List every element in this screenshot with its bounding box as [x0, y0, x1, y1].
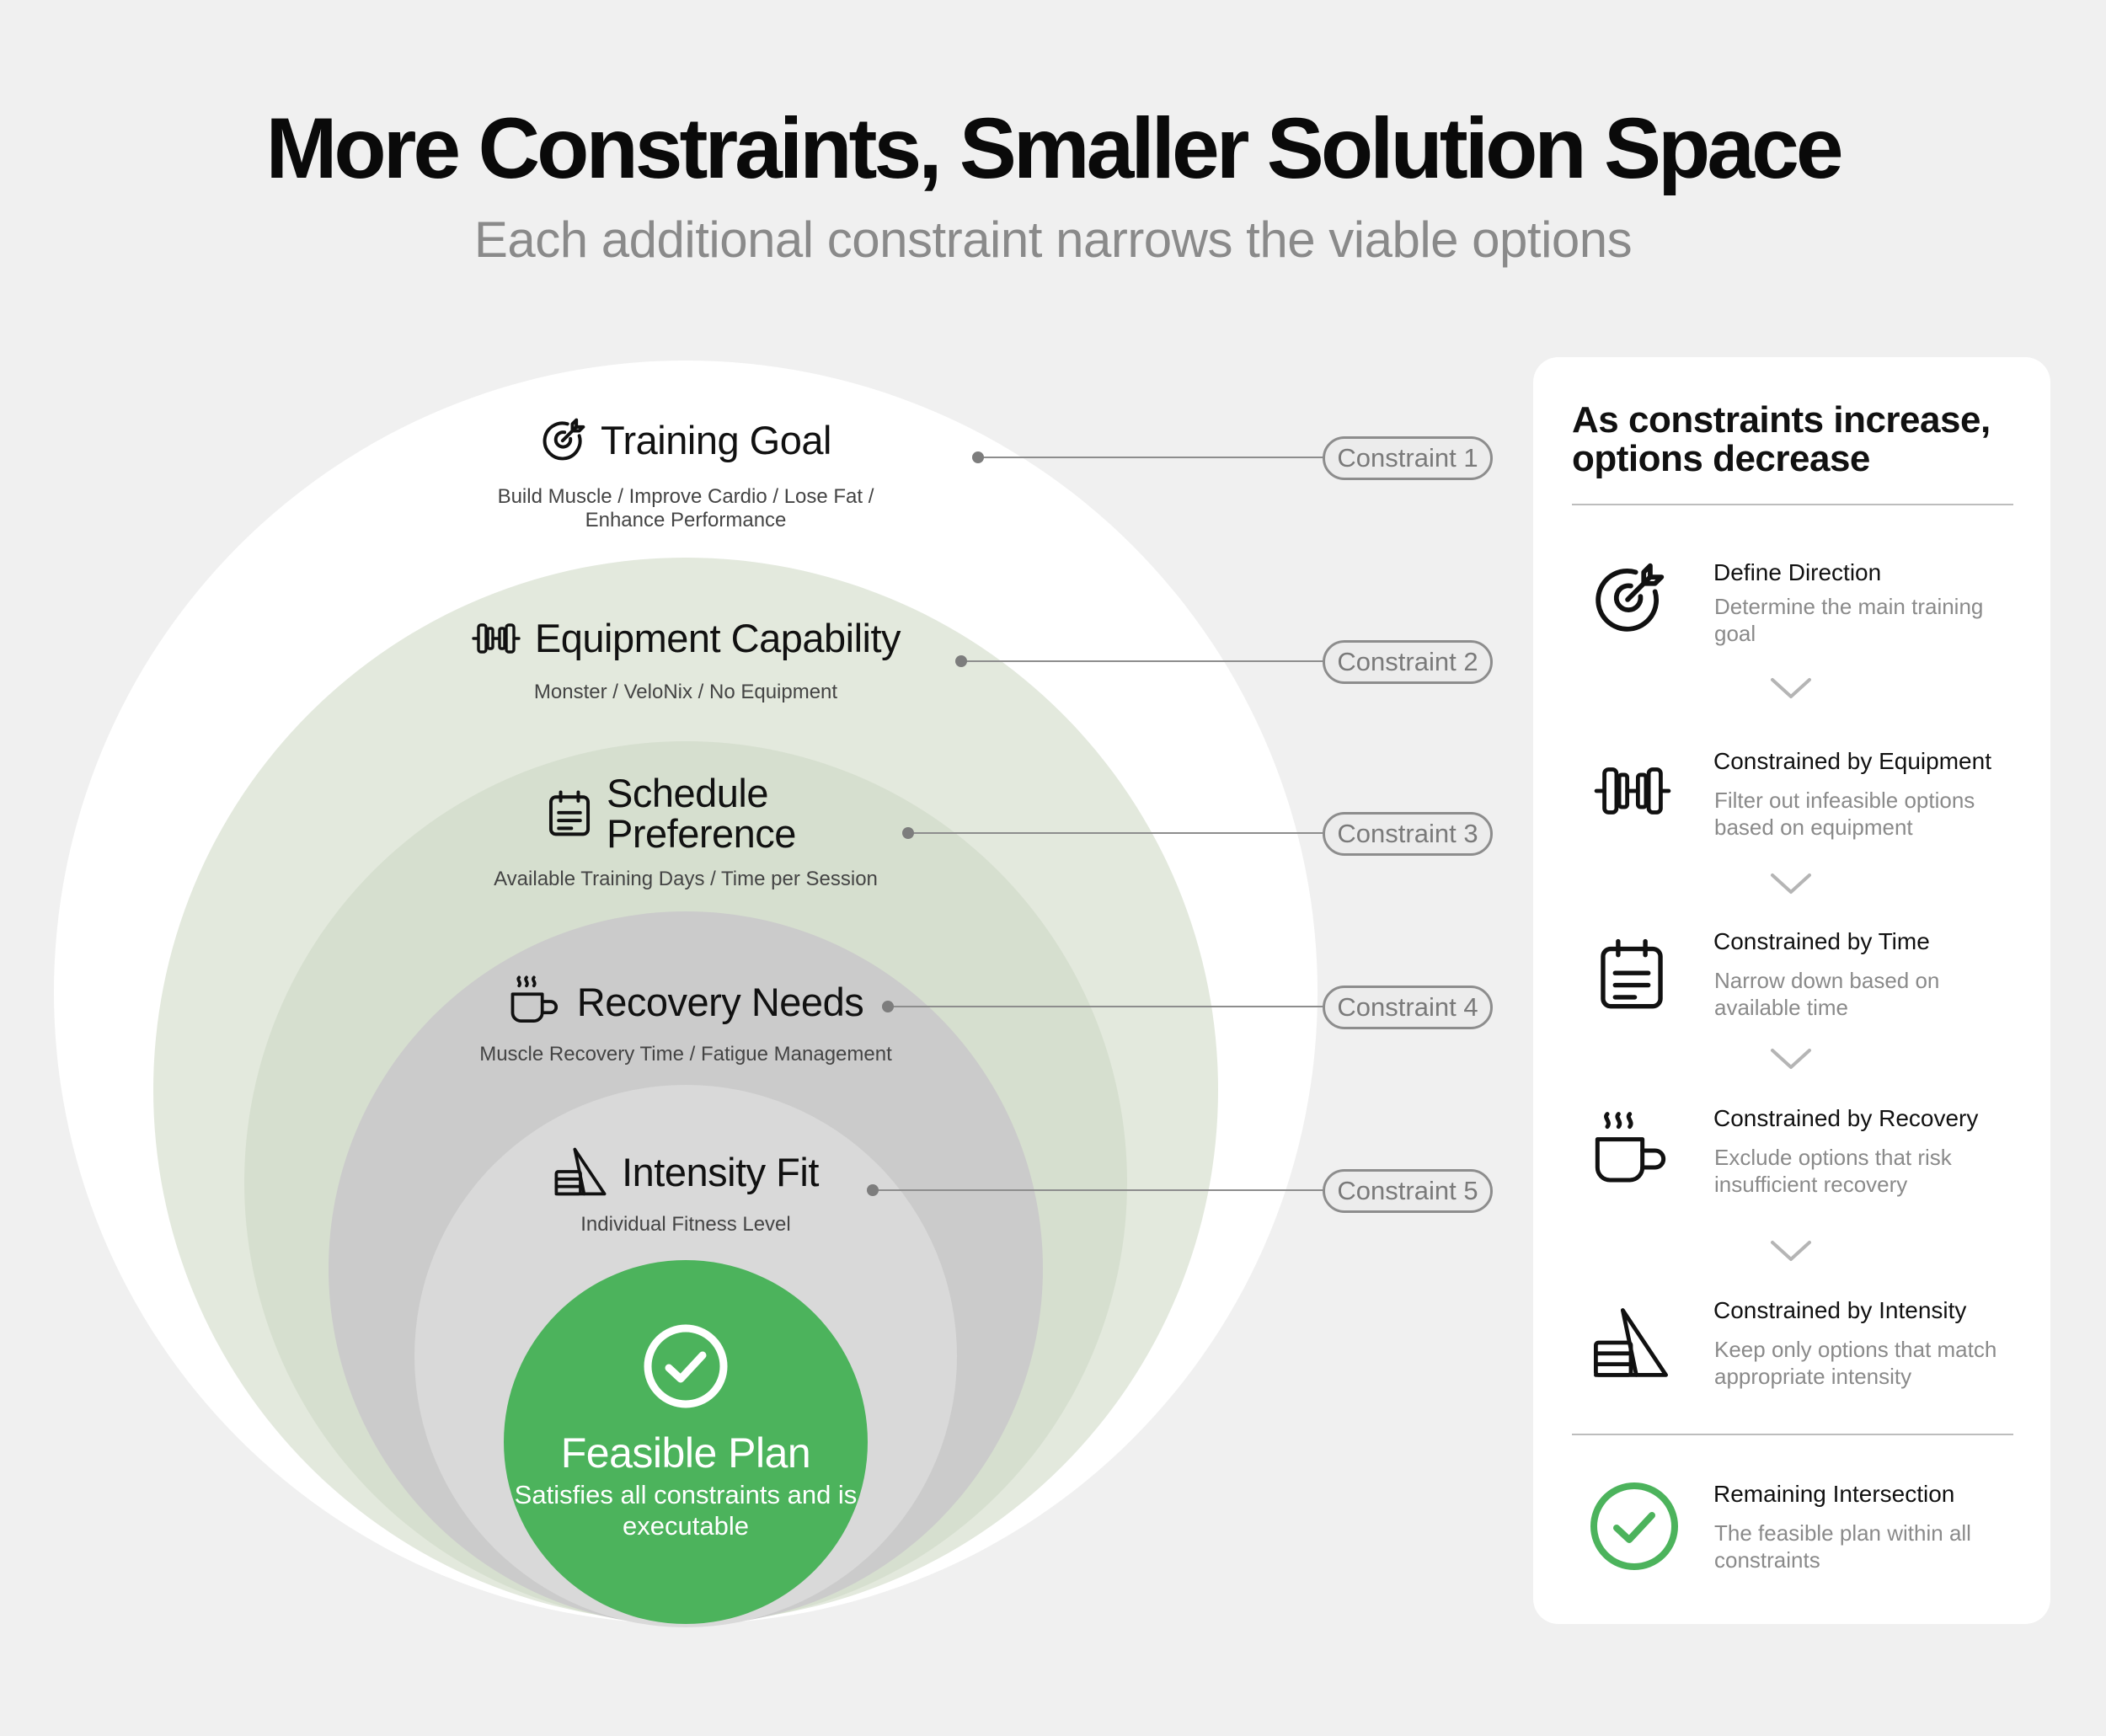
check-circle-icon: [642, 1322, 730, 1414]
step-title: Constrained by Intensity: [1713, 1297, 1967, 1323]
intensity-pyramid-icon: [1590, 1302, 1671, 1387]
layer-title: Intensity Fit: [622, 1149, 819, 1194]
panel-divider: [1572, 504, 2013, 505]
target-icon: [1590, 559, 1668, 641]
dumbbell-icon: [471, 620, 521, 657]
leader-dot-3: [902, 827, 914, 839]
step-description: Determine the main training goal: [1714, 594, 1984, 646]
step-title: Constrained by Recovery: [1713, 1105, 1979, 1131]
constraint-label-3: Constraint 3: [1323, 812, 1493, 856]
layer-title: Recovery Needs: [576, 979, 864, 1024]
result-description: The feasible plan within all constraints: [1714, 1520, 1971, 1573]
leader-line-2: [961, 660, 1324, 662]
constraint-label-5: Constraint 5: [1323, 1169, 1493, 1213]
check-circle-icon: [1589, 1481, 1680, 1576]
feasible-plan-title: Feasible Plan: [560, 1429, 811, 1477]
step-description: Exclude options that risk insufficient r…: [1714, 1145, 1952, 1197]
leader-line-1: [978, 457, 1324, 458]
step-description: Filter out infeasible options based on e…: [1714, 788, 1975, 840]
step-title: Define Direction: [1713, 559, 1882, 585]
panel-divider: [1572, 1434, 2013, 1435]
feasible-plan-subtitle: Satisfies all constraints and is executa…: [514, 1480, 858, 1541]
leader-line-3: [908, 832, 1324, 834]
constraint-label-4: Constraint 4: [1323, 986, 1493, 1029]
layer-subtitle: Available Training Days / Time per Sessi…: [494, 868, 878, 890]
step-title: Constrained by Equipment: [1713, 748, 1991, 774]
layer-equipment-heading: Equipment Capability: [265, 615, 1107, 661]
constraints-summary-panel: As constraints increase, options decreas…: [1533, 357, 2050, 1624]
chevron-down-icon: [1769, 676, 1813, 705]
layer-subtitle: Monster / VeloNix / No Equipment: [533, 681, 838, 703]
result-title: Remaining Intersection: [1713, 1481, 1955, 1507]
dumbbell-icon: [1590, 761, 1675, 825]
leader-line-5: [873, 1189, 1324, 1191]
layer-intensity-heading: Intensity Fit: [265, 1144, 1107, 1199]
panel-title: As constraints increase, options decreas…: [1572, 399, 1991, 479]
intensity-pyramid-icon: [553, 1144, 608, 1199]
layer-subtitle: Build Muscle / Improve Cardio / Lose Fat…: [497, 485, 874, 531]
layer-recovery-heading: Recovery Needs: [265, 974, 1107, 1029]
layer-title: Equipment Capability: [534, 616, 901, 660]
chevron-down-icon: [1769, 1238, 1813, 1268]
page-subtitle: Each additional constraint narrows the v…: [473, 211, 1633, 268]
calendar-icon: [1596, 937, 1668, 1017]
leader-dot-1: [972, 451, 984, 463]
page-title: More Constraints, Smaller Solution Space: [265, 100, 1843, 196]
layer-subtitle: Individual Fitness Level: [580, 1213, 791, 1236]
chevron-down-icon: [1769, 871, 1813, 900]
layer-title: Schedule Preference: [607, 771, 796, 856]
step-description: Narrow down based on available time: [1714, 968, 1940, 1020]
step-description: Keep only options that match appropriate…: [1714, 1337, 1997, 1389]
calendar-icon: [546, 789, 593, 838]
leader-dot-5: [867, 1184, 879, 1196]
target-icon: [540, 416, 587, 463]
step-title: Constrained by Time: [1713, 928, 1930, 954]
constraint-label-1: Constraint 1: [1323, 436, 1493, 480]
leader-line-4: [888, 1006, 1324, 1007]
coffee-cup-icon: [508, 974, 564, 1029]
circle-feasible-plan: [504, 1260, 868, 1624]
leader-dot-4: [882, 1001, 894, 1012]
coffee-cup-icon: [1590, 1108, 1675, 1197]
layer-title: Training Goal: [601, 417, 831, 462]
chevron-down-icon: [1769, 1046, 1813, 1076]
layer-schedule-heading: Schedule Preference: [265, 773, 1107, 854]
constraint-label-2: Constraint 2: [1323, 640, 1493, 684]
nested-constraints-diagram: Training Goal Build Muscle / Improve Car…: [54, 361, 1493, 1627]
layer-subtitle: Muscle Recovery Time / Fatigue Managemen…: [479, 1043, 892, 1066]
layer-training-goal-heading: Training Goal: [265, 416, 1107, 463]
leader-dot-2: [955, 655, 967, 667]
